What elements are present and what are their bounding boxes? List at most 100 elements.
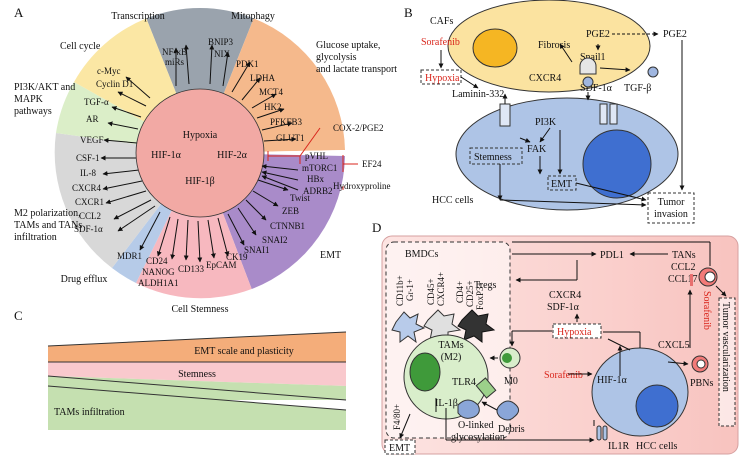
gene-cxcr1: CXCR1 (75, 197, 104, 207)
gene-il8: IL-8 (80, 168, 96, 178)
panel-c: C EMT scale and plasticity Stemness TAMs… (14, 308, 347, 430)
label-snail1: Snail1 (580, 52, 606, 63)
center-hif1b: HIF-1β (185, 176, 215, 187)
band-divider-2 (47, 375, 347, 401)
label-sdf1a-d: SDF-1α (547, 302, 580, 313)
treg-cell (457, 309, 496, 343)
label-stemness-b: Stemness (474, 152, 512, 163)
gene-cmyc: c-Myc (97, 66, 121, 76)
panel-b-arrows (438, 31, 685, 208)
center-hif1a: HIF-1α (151, 150, 181, 161)
label-hcc-cells-b: HCC cells (432, 195, 473, 206)
gene-nfkb: NF-κB (162, 47, 187, 57)
mdsc-cell (391, 311, 426, 344)
gene-nanog: NANOG (142, 267, 175, 277)
hcc-nucleus (582, 129, 652, 199)
regulator-pvhl: pVHL (305, 151, 328, 161)
sector-label-glucose-3: and lactate transport (316, 64, 397, 75)
gene-pfkfb3: PFKFB3 (270, 117, 303, 127)
integrin-receptor (499, 103, 511, 127)
gene-ccl2: CCL2 (79, 211, 101, 221)
tgfb-ligand (647, 66, 659, 78)
label-olinked-2: glycosylation (451, 432, 505, 443)
label-hif1a-d: HIF-1α (597, 375, 627, 386)
label-tgfb: TGF-β (624, 83, 651, 94)
label-tlr4: TLR4 (452, 377, 476, 388)
label-cxcr4p: CXCR4+ (436, 272, 446, 306)
label-cd25: CD25+ (465, 280, 475, 307)
stemness-box (469, 147, 523, 165)
gene-ck19: CK19 (226, 252, 248, 262)
tam-nucleus (409, 352, 441, 392)
cxcr4-receptor (579, 57, 597, 75)
gene-tgfa: TGF-α (84, 97, 109, 107)
panel-letter-b: B (404, 5, 413, 20)
gene-zeb: ZEB (282, 206, 299, 216)
label-hypoxia-d: Hypoxia (557, 327, 592, 338)
emt-band-edge (47, 331, 347, 347)
gene-cyclind1: Cyclin D1 (96, 79, 133, 89)
tgfb-receptor-2 (609, 103, 618, 125)
label-cafs: CAFs (430, 16, 453, 27)
sector-label-m2-2: TAMs and TANs (14, 220, 82, 231)
hypoxia-center-circle (135, 88, 265, 218)
regulator-arrows (261, 164, 299, 191)
gene-mct4: MCT4 (259, 87, 284, 97)
label-cd4: CD4+ (455, 281, 465, 303)
bmdc-cell (423, 309, 462, 343)
gene-cd24: CD24 (146, 256, 168, 266)
gene-bnip3: BNIP3 (208, 37, 234, 47)
label-emt-b: EMT (551, 179, 572, 190)
regulator-hydroxyproline: Hydroxyproline (333, 181, 391, 191)
panel-d-arrows (399, 241, 727, 443)
gene-mirs: miRs (165, 57, 185, 67)
sector-label-pi3k-1: PI3K/AKT and (14, 82, 75, 93)
il1r-receptor-2 (602, 425, 608, 441)
sector-label-emt: EMT (320, 250, 341, 261)
hypoxia-box-d (552, 323, 602, 339)
gene-nix: NIX (214, 49, 230, 59)
label-olinked-1: O-linked (458, 420, 494, 431)
regulator-mtorc1: mTORC1 (302, 163, 337, 173)
label-foxp3: FoxP3+ (475, 281, 485, 310)
regulator-lines (267, 127, 358, 190)
sector-label-glucose-1: Glucose uptake, (316, 40, 380, 51)
gene-mdr1: MDR1 (117, 251, 142, 261)
label-cxcl5: CXCL5 (658, 340, 690, 351)
gene-labels: NF-κB miRs BNIP3 NIX PDK1 LDHA MCT4 HK2 … (72, 37, 310, 288)
label-fibrosis: Fibrosis (538, 40, 570, 51)
caf-cell (447, 0, 651, 93)
sector-regulators-gap (200, 150, 346, 156)
label-debris: Debris (498, 424, 525, 435)
sector-label-m2-1: M2 polarization, (14, 208, 81, 219)
label-pge2-inner: PGE2 (586, 29, 610, 40)
gene-cd133: CD133 (178, 264, 205, 274)
label-tams-infiltration: TAMs infiltration (54, 407, 125, 418)
label-tregs: Tregs (474, 280, 497, 291)
label-sdf1a-b: SDF-1α (580, 83, 613, 94)
regulator-hbx: HBx (307, 174, 325, 184)
ccl17-marker (690, 274, 693, 286)
label-tumor-vasc: Tumor vascularization (720, 302, 731, 392)
label-sorafenib-vertical: Sorafenib (701, 291, 712, 330)
label-pdl1: PDL1 (600, 250, 624, 261)
gene-arrows (100, 44, 297, 263)
label-f480: F4/80+ (392, 404, 402, 430)
label-cd45: CD45+ (426, 278, 436, 305)
label-tumor-invasion-1: Tumor (658, 197, 686, 208)
label-cxcr4-d: CXCR4 (549, 290, 581, 301)
tumor-vasc-box (718, 297, 736, 427)
tumor-invasion-box (647, 192, 695, 224)
sector-label-cell-stemness: Cell Stemness (172, 304, 229, 315)
label-cxcr4-b: CXCR4 (529, 73, 561, 84)
stemness-band (48, 362, 346, 386)
gene-snai2: SNAI2 (262, 235, 288, 245)
gene-ctnnb1: CTNNB1 (270, 221, 305, 231)
hcc-nucleus-d (635, 384, 679, 428)
label-m2: (M2) (441, 352, 462, 363)
caf-nucleus (472, 28, 518, 68)
sector-label-glucose-2: glycolysis (316, 52, 357, 63)
label-emt-d: EMT (389, 443, 410, 454)
panel-letter-a: A (14, 5, 24, 20)
